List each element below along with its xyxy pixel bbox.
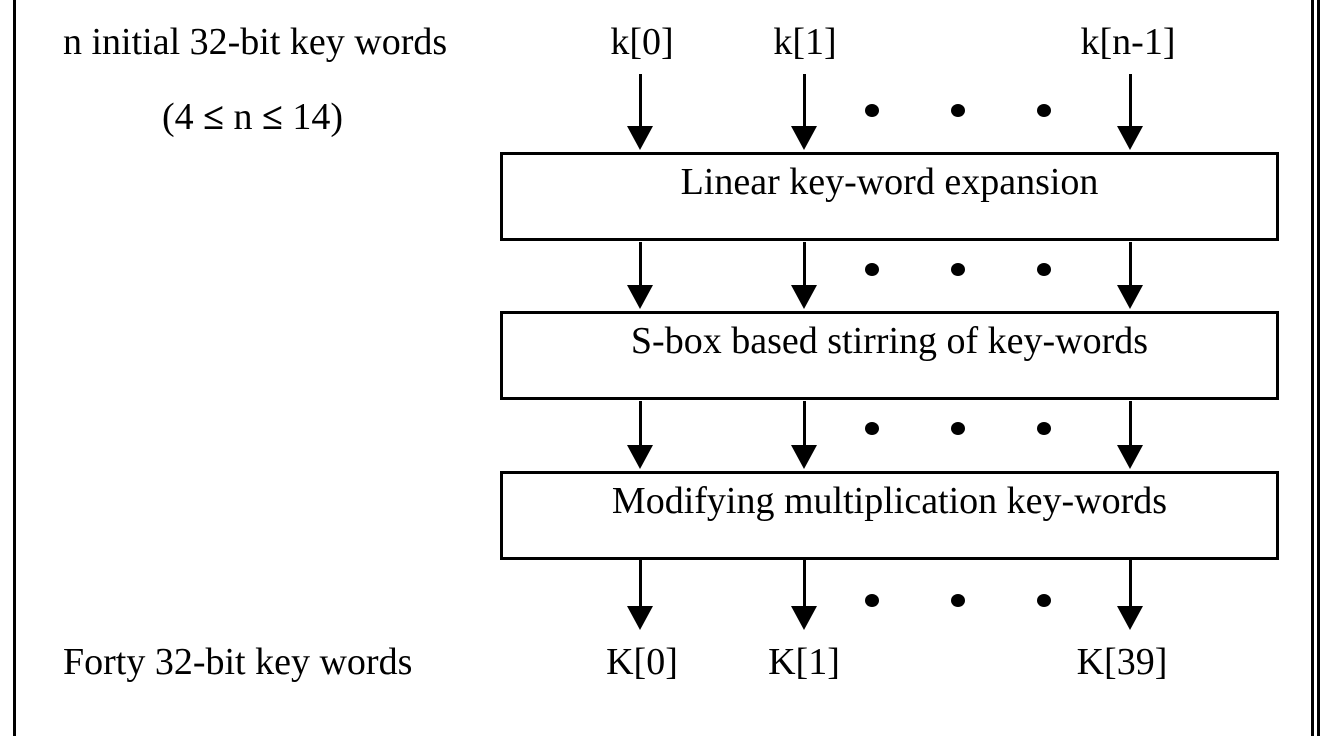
- less-equal-sign: ≤: [262, 96, 283, 138]
- stage-box-multiplication-modify: Modifying multiplication key-words: [500, 471, 1279, 560]
- ellipsis-dot: [865, 263, 879, 276]
- stage-box-linear-expansion: Linear key-word expansion: [500, 152, 1279, 241]
- stage-label-linear-expansion: Linear key-word expansion: [680, 161, 1099, 203]
- down-arrow-icon: [627, 560, 653, 630]
- input-caption: n initial 32-bit key words: [63, 21, 448, 63]
- ellipsis-dot: [951, 104, 965, 117]
- input-key-label-kn1: k[n-1]: [1080, 21, 1176, 63]
- ellipsis-dot: [865, 104, 879, 117]
- down-arrow-icon: [791, 560, 817, 630]
- output-key-label-K1: K[1]: [768, 641, 840, 683]
- down-arrow-icon: [1117, 74, 1143, 150]
- ellipsis-dot: [1037, 422, 1051, 435]
- down-arrow-icon: [791, 74, 817, 150]
- constraint-open: (4: [162, 96, 204, 138]
- ellipsis-dot: [951, 263, 965, 276]
- down-arrow-icon: [791, 401, 817, 469]
- ellipsis-dot: [1037, 104, 1051, 117]
- ellipsis-dot: [865, 594, 879, 607]
- down-arrow-icon: [1117, 401, 1143, 469]
- input-key-label-k0: k[0]: [610, 21, 674, 63]
- right-border-line-outer: [1311, 0, 1314, 736]
- down-arrow-icon: [791, 242, 817, 309]
- less-equal-sign: ≤: [203, 96, 225, 138]
- stage-box-sbox-stirring: S-box based stirring of key-words: [500, 311, 1279, 400]
- left-border-line: [13, 0, 16, 736]
- down-arrow-icon: [627, 242, 653, 309]
- ellipsis-dot: [951, 422, 965, 435]
- right-border-line-inner: [1317, 0, 1320, 736]
- ellipsis-dot: [951, 594, 965, 607]
- stage-label-multiplication-modify: Modifying multiplication key-words: [611, 480, 1168, 522]
- key-count-constraint: (4 ≤ n ≤ 14): [162, 96, 344, 139]
- output-key-label-K39: K[39]: [1076, 641, 1168, 683]
- input-key-label-k1: k[1]: [773, 21, 837, 63]
- ellipsis-dot: [1037, 263, 1051, 276]
- down-arrow-icon: [627, 74, 653, 150]
- ellipsis-dot: [865, 422, 879, 435]
- down-arrow-icon: [627, 401, 653, 469]
- down-arrow-icon: [1117, 560, 1143, 630]
- down-arrow-icon: [1117, 242, 1143, 309]
- constraint-mid: n: [224, 96, 263, 138]
- ellipsis-dot: [1037, 594, 1051, 607]
- output-key-label-K0: K[0]: [606, 641, 678, 683]
- stage-label-sbox-stirring: S-box based stirring of key-words: [630, 320, 1149, 362]
- constraint-close: 14): [282, 96, 344, 138]
- output-caption: Forty 32-bit key words: [63, 641, 413, 683]
